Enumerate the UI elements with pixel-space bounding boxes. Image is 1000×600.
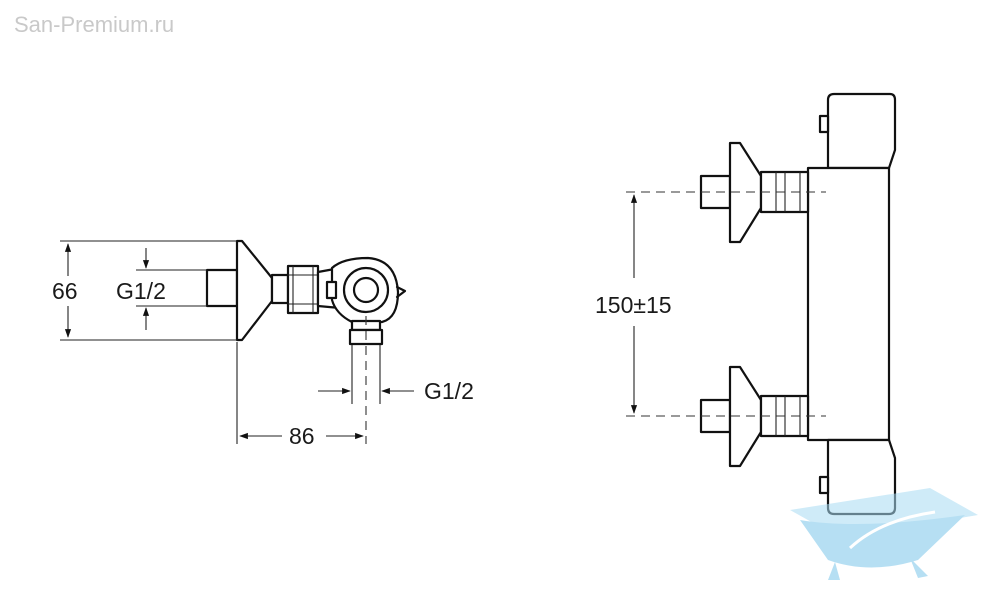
front-top-button (818, 114, 830, 134)
side-neck (270, 273, 290, 305)
side-pipe-stub (205, 268, 239, 308)
front-main-bar (806, 166, 891, 442)
side-valve-hole (352, 276, 380, 304)
front-lower-connection (699, 365, 810, 468)
side-small-tab (325, 280, 338, 300)
front-top-cap (826, 92, 897, 170)
side-view: 66 G1/2 G1/2 86 (52, 239, 474, 449)
side-union-nut (286, 264, 320, 315)
dim-66-label: 66 (52, 278, 78, 304)
bathtub-logo-icon (790, 488, 978, 580)
front-view: 150±15 (595, 92, 897, 516)
dim-inlet-label: G1/2 (116, 278, 166, 304)
side-wall-flange (235, 239, 274, 342)
side-right-nub (395, 285, 407, 299)
dim-outlet-label: G1/2 (424, 378, 474, 404)
front-bottom-button (818, 475, 830, 495)
dim-150-label: 150±15 (595, 292, 672, 318)
watermark-site-text: San-Premium.ru (14, 12, 174, 37)
dim-86-label: 86 (289, 423, 315, 449)
